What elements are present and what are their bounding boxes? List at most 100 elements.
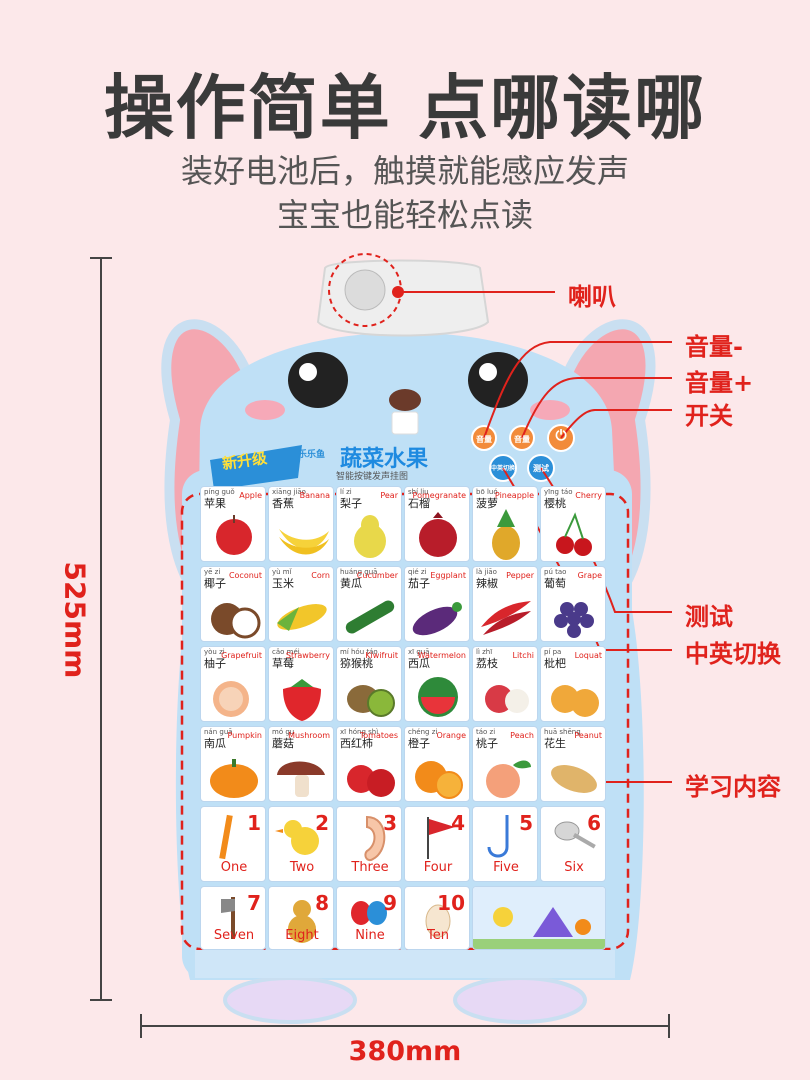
english-label: Loquat	[574, 651, 602, 660]
chinese-label: 西红柿	[340, 737, 373, 750]
chinese-label: 椰子	[204, 577, 226, 590]
pinyin: táo zi	[476, 728, 496, 736]
english-label: Pomegranate	[412, 491, 466, 500]
english-label: Pepper	[506, 571, 534, 580]
chinese-label: 菠萝	[476, 497, 498, 510]
pumpkin-icon	[210, 759, 258, 798]
number-word: Seven	[213, 928, 255, 943]
callout-speaker: 喇叭	[568, 283, 616, 311]
kids-scene-icon	[473, 887, 605, 949]
callout-test: 测试	[685, 603, 733, 631]
number-word: Eight	[285, 928, 319, 943]
test-button[interactable]: 测试	[533, 464, 549, 473]
pomegranate-icon	[419, 512, 457, 557]
number-digit: 1	[247, 811, 261, 835]
orange-icon	[415, 761, 463, 799]
peach-icon	[486, 760, 531, 798]
pinyin: xiāng jiāo	[272, 488, 306, 496]
speaker-housing	[316, 259, 490, 337]
banana-icon	[279, 529, 329, 555]
lang-switch-button[interactable]: 中英切换	[491, 465, 516, 472]
corn-icon	[277, 604, 327, 631]
english-label: Pumpkin	[227, 731, 262, 740]
left-foot	[223, 976, 357, 1024]
number-word: Six	[564, 860, 584, 875]
nose	[389, 389, 421, 411]
axe-icon	[221, 897, 235, 939]
speaker-marker	[392, 286, 404, 298]
chinese-label: 蘑菇	[272, 737, 294, 750]
width-dimension-cap-right	[668, 1014, 670, 1038]
english-label: Cherry	[575, 491, 602, 500]
number-word: Three	[351, 860, 389, 875]
chinese-label: 橙子	[408, 737, 430, 750]
chinese-label: 葡萄	[544, 577, 566, 590]
number-digit: 10	[437, 891, 465, 915]
loquat-icon	[551, 685, 599, 717]
scene-illustration-cell[interactable]	[472, 886, 606, 950]
content-highlight-frame	[180, 492, 630, 951]
callout-learning-content: 学习内容	[685, 773, 781, 801]
height-dimension-cap-top	[90, 257, 112, 259]
pinyin: xī guā	[408, 648, 430, 656]
chinese-label: 香蕉	[272, 497, 294, 510]
pinyin: yē zi	[204, 568, 221, 576]
chinese-label: 梨子	[340, 497, 362, 510]
number-word: Ten	[427, 928, 449, 943]
peanut-icon	[551, 765, 597, 793]
pinyin: cǎo méi	[272, 648, 300, 656]
chinese-label: 樱桃	[544, 497, 566, 510]
chinese-label: 荔枝	[476, 657, 498, 670]
number-word: One	[220, 860, 248, 875]
left-eye	[288, 352, 348, 408]
left-cheek	[245, 400, 285, 420]
pinyin: huā shēng	[544, 728, 581, 736]
english-label: Mushroom	[288, 731, 330, 740]
pinyin: lì zhī	[476, 648, 493, 656]
chinese-label: 枇杷	[544, 657, 566, 670]
vol-down-button[interactable]: 音量	[476, 435, 492, 444]
power-icon[interactable]: ⏻	[555, 428, 567, 444]
mushroom-icon	[277, 761, 325, 797]
english-label: Coconut	[228, 571, 262, 580]
teeth	[391, 411, 419, 435]
vol-up-button[interactable]: 音量	[514, 435, 530, 444]
tomato-icon	[347, 765, 395, 797]
subtitle-line-2: 宝宝也能轻松点读	[276, 196, 533, 234]
chinese-label: 花生	[544, 737, 566, 750]
